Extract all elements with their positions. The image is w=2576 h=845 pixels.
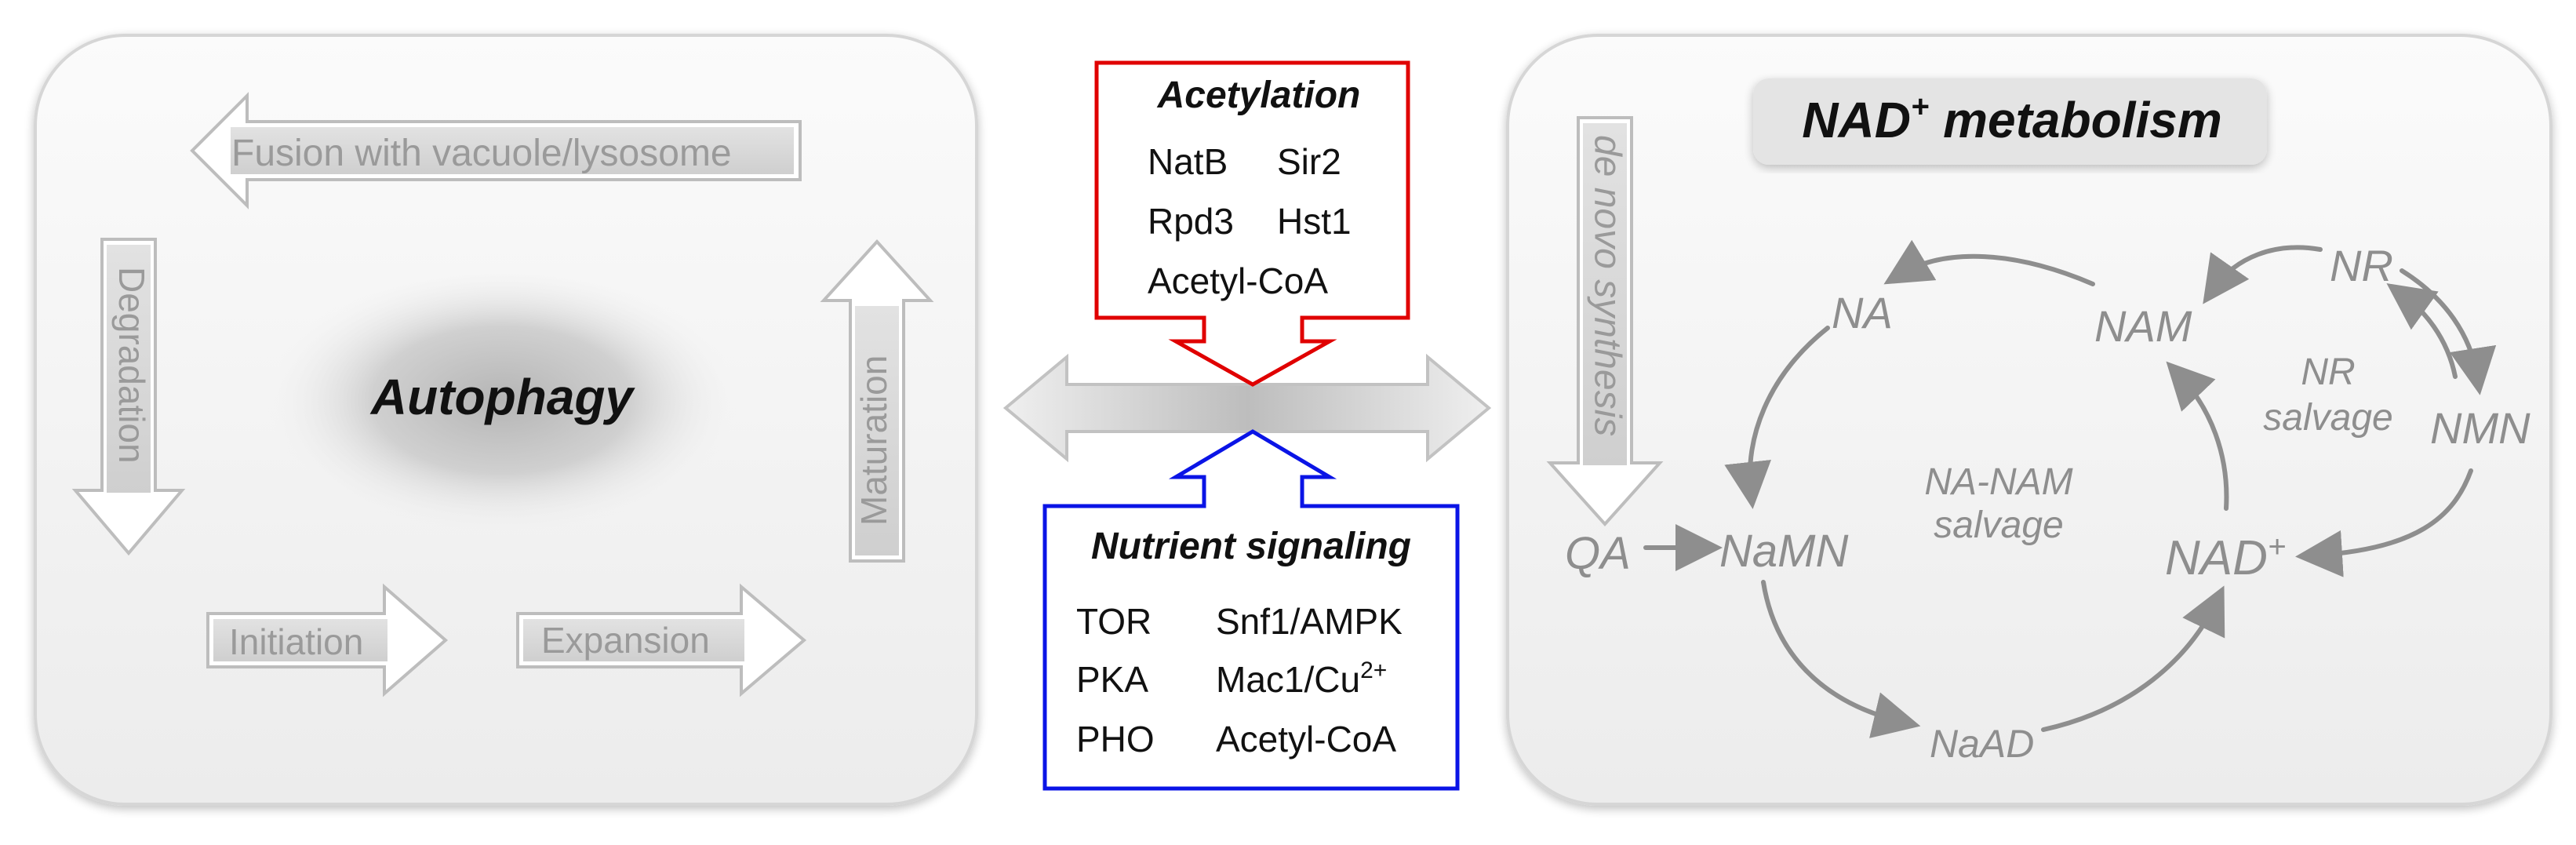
nmn-to-nad-arrow [2295,468,2473,577]
de-novo-label: de novo synthesis [1586,135,1628,436]
naad-to-nad-arrow [2041,585,2225,732]
autophagy-blob [267,267,737,534]
initiation-arrow: Initiation [206,583,449,697]
node-qa: QA [1565,528,1631,579]
cycle-label-nr: NR [2301,351,2355,393]
nad-title-sup: + [1911,89,1929,124]
cycle-label-na-nam: NA-NAM [1924,461,2072,503]
autophagy-title: Autophagy [369,369,636,425]
node-namn: NaMN [1719,526,1848,577]
node-nad: NAD+ [2165,530,2286,585]
na-to-namn-arrow [1724,326,1830,509]
acetylation-item: NatB [1148,141,1228,182]
degradation-label: Degradation [111,267,152,464]
connector-arrow [1002,353,1492,463]
nad-title: NAD+ metabolism [1802,89,2221,148]
node-nr: NR [2330,241,2393,290]
acetylation-item: Sir2 [1277,141,1341,182]
fusion-arrow: Fusion with vacuole/lysosome [190,92,802,209]
autophagy-panel: Autophagy Fusion with vacuole/lysosome D… [34,34,978,806]
nad-title-main: NAD [1802,92,1911,148]
node-nad-label: NAD [2165,531,2268,585]
cycle-label-na-nam-salvage: salvage [1934,504,2063,546]
nr-to-nmn-arrow [2400,268,2497,395]
nr-to-nam-arrow [2203,245,2323,304]
maturation-label: Maturation [853,355,894,526]
namn-to-naad-arrow [1761,580,1921,738]
acetylation-title: Acetylation [1157,75,1361,116]
acetylation-item: Hst1 [1277,201,1352,242]
nad-panel: NAD+ metabolism de novo synthesis QA NaM… [1506,34,2552,806]
nutrient-signaling-title: Nutrient signaling [1091,526,1411,567]
nad-nodes: QA NaMN NaAD NAD+ NA NAM NR NMN NA-NAM s… [1565,241,2531,766]
nad-title-suffix: metabolism [1929,92,2221,148]
nutrient-item: PHO [1076,719,1155,759]
nmn-to-nr-arrow [2386,283,2458,379]
acetylation-item: Rpd3 [1148,201,1234,242]
node-na: NA [1832,288,1893,337]
nutrient-item: Snf1/AMPK [1216,601,1403,642]
nutrient-item: TOR [1076,601,1152,642]
maturation-arrow: Maturation [820,239,934,563]
node-naad: NaAD [1930,722,2034,766]
nam-to-na-arrow [1883,239,2095,286]
acetylation-box: Acetylation NatB Sir2 Rpd3 Hst1 Acetyl-C… [1094,60,1410,387]
expansion-label: Expansion [541,620,710,661]
node-nmn: NMN [2430,403,2531,453]
nutrient-item: Mac1/Cu2+ [1216,657,1387,700]
de-novo-arrow: de novo synthesis [1546,116,1664,526]
degradation-arrow: Degradation [71,238,186,556]
expansion-arrow: Expansion [516,583,807,697]
nutrient-signaling-box: Nutrient signaling TOR Snf1/AMPK PKA Mac… [1042,429,1460,791]
nutrient-item: Acetyl-CoA [1216,719,1396,759]
cycle-label-nr-salvage: salvage [2263,397,2392,439]
node-nad-sup: + [2268,530,2286,564]
nutrient-item: PKA [1076,659,1148,700]
initiation-label: Initiation [229,621,363,662]
cu-superscript: 2+ [1360,657,1387,683]
node-nam: NAM [2094,301,2192,351]
acetylation-item: Acetyl-CoA [1148,260,1328,301]
nad-to-nam-arrow [2166,361,2229,511]
fusion-label: Fusion with vacuole/lysosome [231,133,732,174]
nad-pathway-arrows [1643,239,2497,738]
mac1-label: Mac1/Cu [1216,659,1360,700]
nad-title-backdrop [1753,78,2267,165]
